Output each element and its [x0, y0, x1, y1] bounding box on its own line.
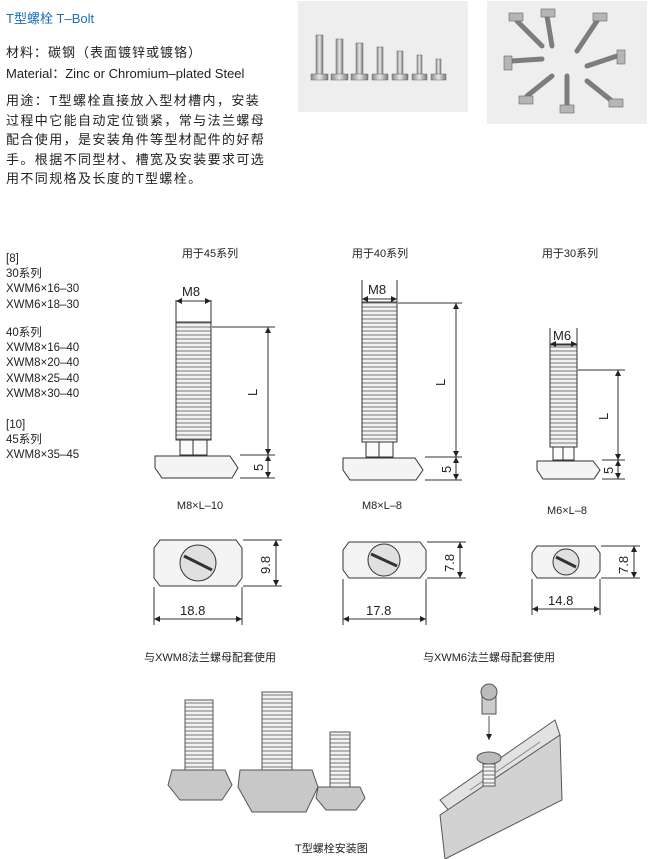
nut-note-xwm8: 与XWM8法兰螺母配套使用: [144, 652, 276, 664]
spec-group-45: [10] 45系列 XWM8×35–45: [6, 418, 79, 464]
spec-line: XWM8×30–40: [6, 387, 80, 400]
bolt-40-side-view: [342, 280, 462, 481]
column-header-40: 用于40系列: [351, 248, 409, 260]
head-height-45: 5: [251, 464, 266, 471]
spec-line: XWM6×18–30: [6, 298, 80, 311]
spec-line: 45系列: [6, 434, 42, 447]
usage-description: 用途：T型螺栓直接放入型材槽内，安装 过程中它能自动定位锁紧，常与法兰螺母 配合…: [6, 91, 291, 189]
spec-line: 30系列: [6, 268, 42, 281]
length-label-30: L: [596, 413, 611, 420]
spec-line: [8]: [6, 253, 19, 265]
page-title: T型螺栓 T–Bolt: [6, 11, 95, 26]
nut-45-top-view: [153, 539, 282, 625]
install-caption: T型螺栓安装图: [295, 843, 368, 855]
height-dim-40: 7.8: [442, 554, 457, 572]
width-dim-45: 18.8: [180, 603, 205, 618]
spec-line: XWM6×16–30: [6, 283, 80, 296]
spec-group-30: [8] 30系列 XWM6×16–30 XWM6×18–30: [6, 252, 79, 313]
bolts-row-photo: [298, 1, 468, 112]
column-header-45: 用于45系列: [181, 248, 239, 260]
width-dim-40: 17.8: [366, 603, 391, 618]
height-dim-30: 7.8: [616, 556, 631, 574]
caption-30: M6×L–8: [546, 505, 588, 517]
spec-line: XWM8×35–45: [6, 449, 80, 462]
caption-45: M8×L–10: [176, 500, 224, 512]
bolt-45-side-view: [154, 298, 275, 479]
nut-30-top-view: [531, 545, 640, 615]
usage-line: 手。根据不同型材、槽宽及安装要求可选: [6, 151, 266, 167]
install-bolts-illustration: [167, 691, 366, 813]
spec-group-40: 40系列 XWM8×16–40 XWM8×20–40 XWM8×25–40 XW…: [6, 326, 79, 402]
usage-line: 配合使用，是安装角件等型材配件的好帮: [6, 132, 266, 147]
material-chinese: 材料：碳钢（表面镀锌或镀铬）: [6, 45, 203, 60]
spec-line: XWM8×16–40: [6, 342, 80, 355]
bolt-30-side-view: [536, 328, 625, 480]
head-height-40: 5: [439, 466, 454, 473]
thread-label-40: M8: [368, 282, 386, 297]
thread-label-45: M8: [182, 284, 200, 299]
width-dim-30: 14.8: [548, 593, 573, 608]
head-height-30: 5: [601, 467, 616, 474]
usage-line: 用不同规格及长度的T型螺栓。: [6, 171, 203, 186]
usage-line: 过程中它能自动定位锁紧，常与法兰螺母: [6, 112, 266, 128]
material-english: Material：Zinc or Chromium–plated Steel: [6, 66, 245, 81]
length-label-40: L: [433, 379, 448, 386]
spec-line: XWM8×25–40: [6, 372, 80, 385]
height-dim-45: 9.8: [258, 556, 273, 574]
nut-40-top-view: [342, 541, 466, 625]
bolts-scattered-photo: [487, 1, 647, 124]
install-profile-illustration: [439, 683, 563, 859]
nut-note-xwm6: 与XWM6法兰螺母配套使用: [423, 652, 555, 664]
spec-line: 40系列: [6, 327, 42, 339]
usage-line: 用途：T型螺栓直接放入型材槽内，安装: [6, 93, 261, 108]
column-header-30: 用于30系列: [541, 248, 599, 260]
spec-line: XWM8×20–40: [6, 357, 80, 370]
length-label-45: L: [245, 389, 260, 396]
thread-label-30: M6: [553, 328, 571, 343]
spec-line: [10]: [6, 419, 26, 431]
caption-40: M8×L–8: [361, 500, 403, 512]
